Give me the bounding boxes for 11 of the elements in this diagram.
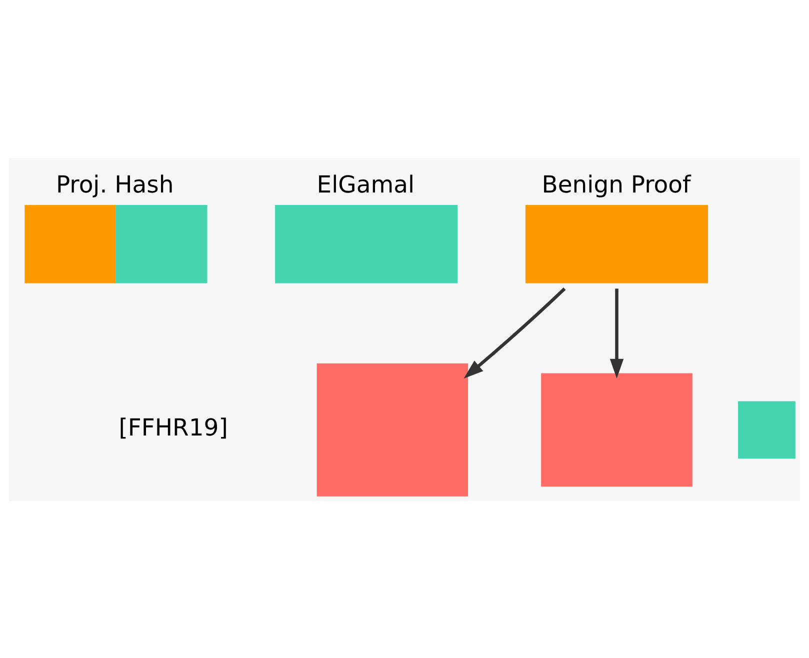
arrow xyxy=(610,288,624,378)
node-box xyxy=(316,362,468,496)
node-label: Benign Proof xyxy=(542,170,691,198)
node-box xyxy=(525,204,708,283)
node-box xyxy=(275,204,458,283)
node-label: Proj. Hash xyxy=(56,170,174,198)
node-box xyxy=(541,372,692,486)
arrow xyxy=(464,286,566,378)
label: [FFHR19] xyxy=(118,413,228,442)
node-label: ElGamal xyxy=(316,170,414,198)
node-box xyxy=(738,400,796,458)
